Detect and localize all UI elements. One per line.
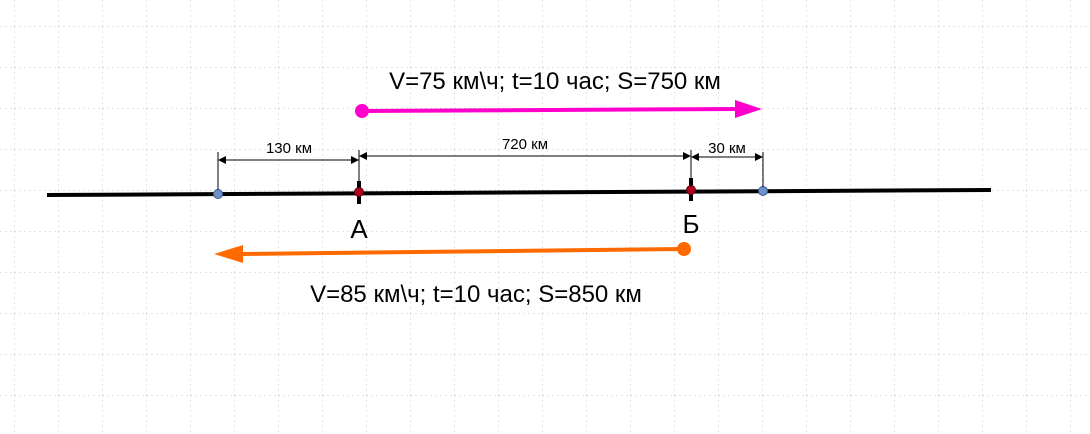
bottom-label: V=85 км\ч; t=10 час; S=850 км	[310, 281, 642, 308]
dim-label-left: 130 км	[266, 140, 312, 157]
dim-label-right: 30 км	[708, 140, 746, 157]
point-b-dot	[686, 185, 696, 195]
forward-arrow-head	[735, 100, 762, 118]
backward-arrow-shaft	[239, 247, 685, 256]
backward-arrow-start-dot	[677, 242, 691, 256]
top-label: V=75 км\ч; t=10 час; S=750 км	[389, 68, 721, 95]
point-a-dot	[354, 187, 364, 197]
forward-arrow-shaft	[361, 107, 739, 113]
dim-label-middle: 720 км	[502, 136, 548, 153]
road-line	[46, 188, 992, 197]
point-b-label: Б	[682, 209, 699, 239]
forward-arrow-start-dot	[355, 104, 369, 118]
left-end-dot	[213, 189, 223, 199]
right-end-dot	[758, 186, 768, 196]
backward-arrow-head	[214, 245, 243, 263]
point-a-label: А	[350, 214, 368, 244]
